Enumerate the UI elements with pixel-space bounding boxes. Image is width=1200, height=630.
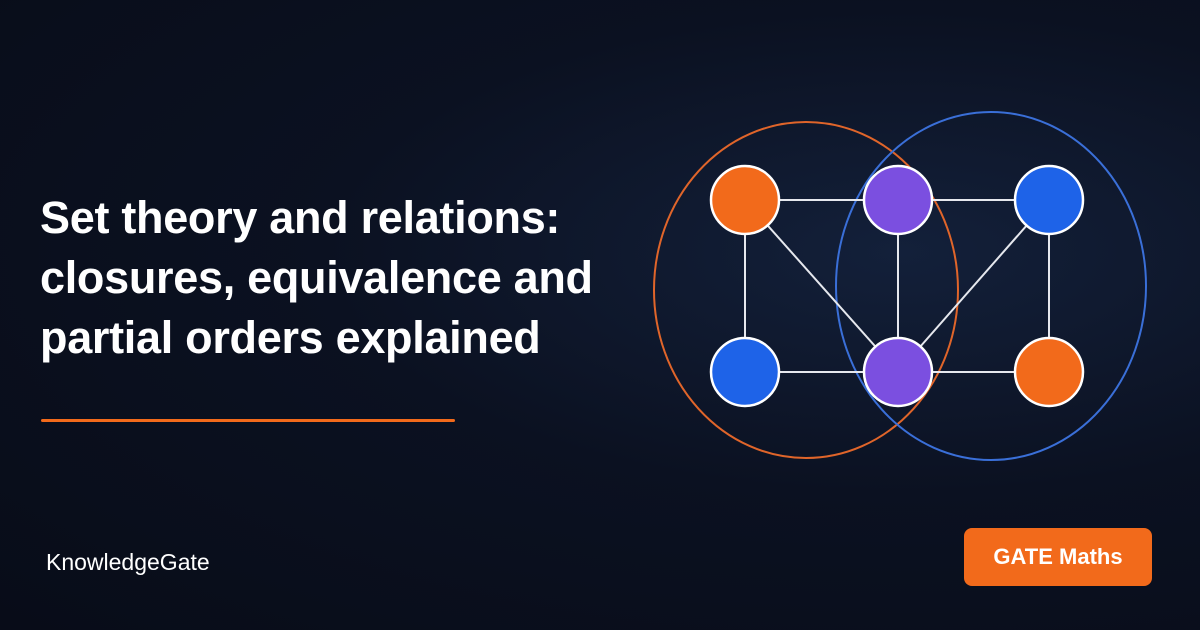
accent-divider — [41, 419, 455, 422]
set-b-boundary — [835, 111, 1147, 461]
graph-node-n4 — [709, 336, 781, 408]
set-a-boundary — [653, 121, 959, 459]
headline-line-1: Set theory and relations: — [40, 192, 561, 243]
edge-n1-n5 — [744, 199, 899, 373]
graph-node-n6 — [1013, 336, 1085, 408]
headline-line-3: partial orders explained — [40, 312, 541, 363]
graph-node-n3 — [1013, 164, 1085, 236]
graph-node-n5 — [862, 336, 934, 408]
headline-line-2: closures, equivalence and — [40, 252, 593, 303]
topic-tag: GATE Maths — [964, 528, 1152, 586]
graph-node-n2 — [862, 164, 934, 236]
brand-name: KnowledgeGate — [46, 549, 210, 575]
edge-n3-n5 — [897, 199, 1050, 373]
graph-node-n1 — [709, 164, 781, 236]
headline: Set theory and relations: closures, equi… — [40, 188, 660, 368]
